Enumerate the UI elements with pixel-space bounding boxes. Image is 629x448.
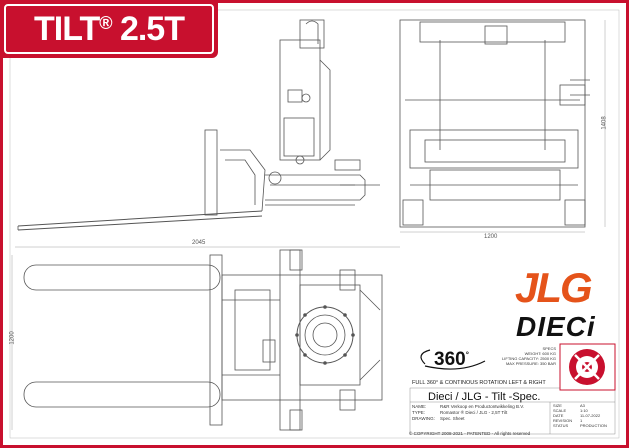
tb-label-status: STATUS <box>553 423 569 428</box>
dieci-logo: DIECi <box>516 311 596 342</box>
tb-label-date: DATE <box>553 413 564 418</box>
side-view <box>17 19 380 231</box>
seal-logo <box>559 343 616 391</box>
title-block-title: Dieci / JLG - Tilt -Spec. <box>428 391 541 403</box>
tb-value-scale: 1:10 <box>580 408 588 413</box>
tb-value-size: A3 <box>580 403 585 408</box>
tb-label-scale: SCALE <box>553 408 567 413</box>
dim-plan-height: 1200 <box>9 331 16 345</box>
specs-block: SPECS WEIGHT: 600 KG LIFTING CAPACITY: 2… <box>492 346 556 366</box>
tb-value-date: 11-07-2022 <box>580 413 601 418</box>
dim-top-height: 1408 <box>601 116 608 130</box>
tb-value-drawing: Spec. Sheet <box>440 416 465 421</box>
spec-weight: WEIGHT: 600 KG <box>524 351 556 356</box>
title-block-frame <box>409 387 616 435</box>
copyright-notice: © COPYRIGHT 2008-2021 - PATENTED - All r… <box>409 431 531 436</box>
tb-value-status: PRODUCTION <box>580 423 607 428</box>
rotation-caption: FULL 360° & CONTINOUS ROTATION LEFT & RI… <box>412 380 546 386</box>
tb-value-revision: 1 <box>580 418 583 423</box>
front-view <box>399 19 606 233</box>
tb-label-size: SIZE <box>553 403 562 408</box>
title-block-right-values: A3 1:10 11-07-2022 1 PRODUCTION <box>580 403 607 428</box>
title-block-labels: NAME: TYPE: DRAWING: <box>412 404 435 422</box>
tb-label-revision: REVISION <box>553 418 573 423</box>
dim-top-width: 1200 <box>484 234 498 240</box>
plan-view <box>23 249 383 431</box>
specs-heading: SPECS <box>542 346 556 351</box>
model-badge-text: TILT® 2.5T <box>4 4 214 54</box>
rotation-360-label: 360° <box>434 349 469 370</box>
title-block-right-labels: SIZE SCALE DATE REVISION STATUS <box>553 403 572 428</box>
jlg-logo: JLG <box>515 264 593 311</box>
tb-value-name: R&R Verkoop en Productontwikkeling B.V. <box>440 404 525 409</box>
tb-label-drawing: DRAWING: <box>412 416 435 421</box>
spec-pressure: MAX PRESSURE: 350 BAR <box>505 361 556 366</box>
spec-capacity: LIFTING CAPACITY: 2500 KG <box>502 356 556 361</box>
title-block-values: R&R Verkoop en Productontwikkeling B.V. … <box>440 404 524 422</box>
tb-label-name: NAME: <box>412 404 427 409</box>
tb-value-type: Romastor ® Dieci / JLG - 2,5T Tilt <box>440 410 508 415</box>
tb-label-type: TYPE: <box>412 410 426 415</box>
model-badge: TILT® 2.5T <box>0 0 218 58</box>
dim-total-length: 2045 <box>192 240 206 246</box>
